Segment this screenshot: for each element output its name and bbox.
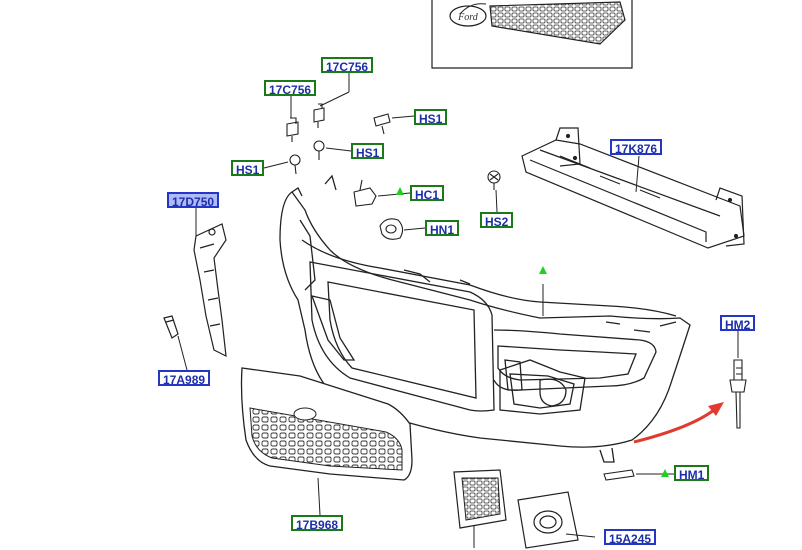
green-markers xyxy=(396,187,669,477)
inset-detail-box: Ford xyxy=(431,0,633,69)
screw-hs1-mid xyxy=(313,140,325,160)
nut-hn1 xyxy=(379,218,404,240)
fog-lamp-bezel-15a245 xyxy=(517,491,579,549)
callout-17d750[interactable]: 17D750 xyxy=(167,192,220,209)
bracket-hm1 xyxy=(603,469,635,481)
grille-17b968 xyxy=(240,367,413,481)
callout-15a245[interactable]: 15A245 xyxy=(604,529,657,546)
callout-17c756-top[interactable]: 17C756 xyxy=(321,57,374,74)
pin-hm2 xyxy=(729,359,747,429)
callout-hs2[interactable]: HS2 xyxy=(480,212,514,229)
bumper-reinforcement-beam xyxy=(521,127,745,249)
fastener-17c756-left xyxy=(286,117,299,142)
ford-oval-logo xyxy=(449,5,487,27)
callout-hm1[interactable]: HM1 xyxy=(674,465,710,482)
screw-hs2 xyxy=(487,170,501,190)
fog-lamp-bezel-left xyxy=(453,469,507,529)
side-bracket-17d750 xyxy=(193,223,227,358)
callout-hm2[interactable]: HM2 xyxy=(720,315,756,332)
callout-hs1-mid[interactable]: HS1 xyxy=(351,143,385,160)
fastener-17c756-right xyxy=(313,103,325,128)
bracket-hc1 xyxy=(353,179,377,207)
installation-arrow xyxy=(633,402,724,444)
callout-hs1-top[interactable]: HS1 xyxy=(414,109,448,126)
marker-bumper xyxy=(539,266,547,274)
callout-17a989[interactable]: 17A989 xyxy=(158,370,211,387)
screw-hs1-left xyxy=(289,154,301,175)
bumper-cover xyxy=(279,174,691,463)
callout-hs1-left[interactable]: HS1 xyxy=(231,160,265,177)
callout-17k876[interactable]: 17K876 xyxy=(610,139,663,156)
callout-17c756-left[interactable]: 17C756 xyxy=(264,80,317,97)
screw-hs1-top xyxy=(373,113,391,135)
callout-17b968[interactable]: 17B968 xyxy=(291,515,344,532)
leader-lines xyxy=(177,73,739,548)
ford-logo-text: Ford xyxy=(457,12,479,23)
marker-hm1 xyxy=(661,469,669,477)
callout-hc1[interactable]: HC1 xyxy=(410,185,445,202)
marker-hc1 xyxy=(396,187,404,195)
clip-17a989 xyxy=(163,315,179,339)
callout-hn1[interactable]: HN1 xyxy=(425,220,460,237)
